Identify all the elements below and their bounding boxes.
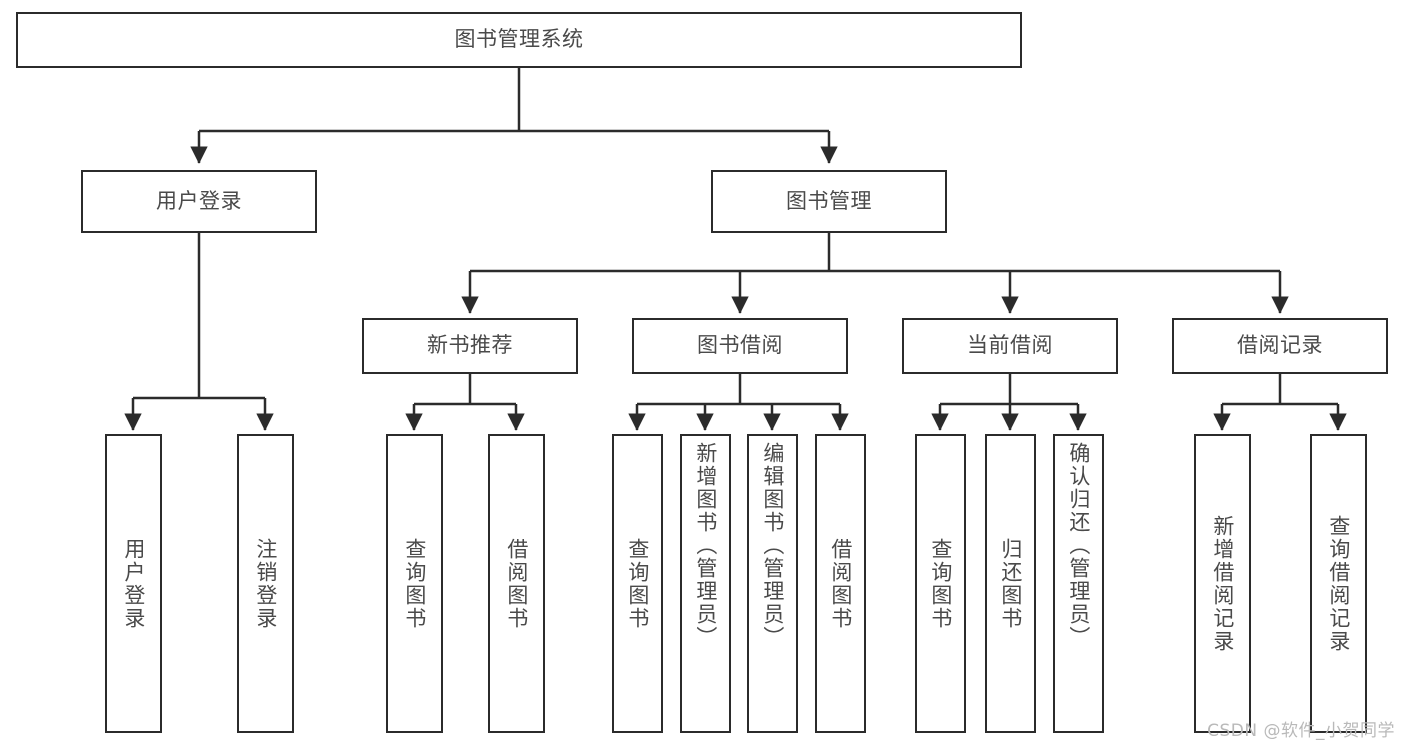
node-label: 用户登录	[121, 537, 146, 630]
node-label: 借阅记录	[1237, 333, 1323, 358]
node-label: 当前借阅	[967, 333, 1053, 358]
node-label: 用户登录	[156, 188, 242, 213]
node-label: 编辑图书（管理员）	[760, 442, 785, 649]
node-label: 查询图书	[625, 537, 650, 630]
node-label: 查询借阅记录	[1326, 514, 1351, 653]
leaf-borrow-record-add-record[interactable]: 新增借阅记录	[1194, 434, 1251, 733]
leaf-book-borrow-borrow-book[interactable]: 借阅图书	[815, 434, 866, 733]
node-book-management[interactable]: 图书管理	[711, 170, 947, 233]
node-label: 新书推荐	[427, 333, 513, 358]
leaf-book-borrow-edit-book-admin[interactable]: 编辑图书（管理员）	[747, 434, 798, 733]
node-user-login[interactable]: 用户登录	[81, 170, 317, 233]
leaf-current-borrow-query-book[interactable]: 查询图书	[915, 434, 966, 733]
leaf-new-book-query-book[interactable]: 查询图书	[386, 434, 443, 733]
node-label: 图书借阅	[697, 333, 783, 358]
node-label: 查询图书	[402, 537, 427, 630]
node-label: 确认归还（管理员）	[1066, 442, 1091, 649]
leaf-new-book-borrow-book[interactable]: 借阅图书	[488, 434, 545, 733]
watermark-text: CSDN @软件_小贺同学	[1207, 721, 1395, 741]
node-label: 新增图书（管理员）	[693, 442, 718, 649]
node-borrow-record[interactable]: 借阅记录	[1172, 318, 1388, 374]
node-new-book-recommend[interactable]: 新书推荐	[362, 318, 578, 374]
node-label: 归还图书	[998, 537, 1023, 630]
leaf-book-borrow-add-book-admin[interactable]: 新增图书（管理员）	[680, 434, 731, 733]
node-label: 借阅图书	[828, 537, 853, 630]
node-label: 注销登录	[253, 537, 278, 630]
node-book-borrow[interactable]: 图书借阅	[632, 318, 848, 374]
leaf-borrow-record-query-record[interactable]: 查询借阅记录	[1310, 434, 1367, 733]
leaf-user-login-logout[interactable]: 注销登录	[237, 434, 294, 733]
node-label: 借阅图书	[504, 537, 529, 630]
node-label: 新增借阅记录	[1210, 514, 1235, 653]
node-current-borrow[interactable]: 当前借阅	[902, 318, 1118, 374]
leaf-current-borrow-return-book[interactable]: 归还图书	[985, 434, 1036, 733]
node-root-book-management-system[interactable]: 图书管理系统	[16, 12, 1022, 68]
node-label: 查询图书	[928, 537, 953, 630]
leaf-user-login-do-login[interactable]: 用户登录	[105, 434, 162, 733]
leaf-book-borrow-query-book[interactable]: 查询图书	[612, 434, 663, 733]
node-label: 图书管理	[786, 188, 872, 213]
leaf-current-borrow-confirm-return-admin[interactable]: 确认归还（管理员）	[1053, 434, 1104, 733]
node-label: 图书管理系统	[454, 27, 584, 52]
